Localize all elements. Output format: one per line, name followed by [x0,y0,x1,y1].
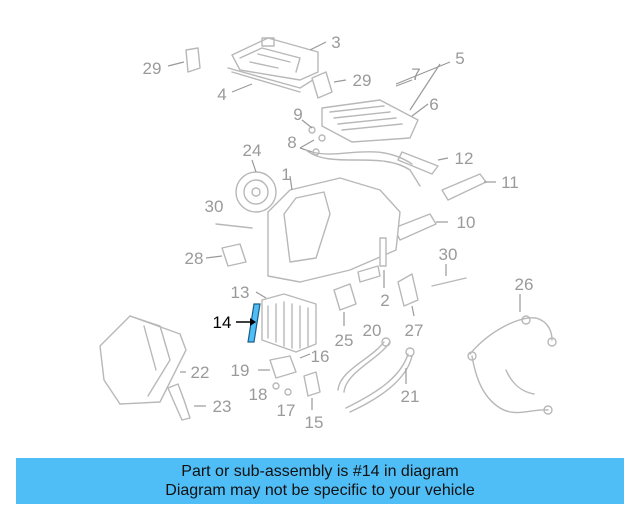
part-28-actuator [205,243,247,267]
callout-20: 20 [363,321,382,340]
part-20-21-refrigerant-lines [337,337,415,413]
callout-18: 18 [249,385,268,404]
callout-14-highlighted: 14 [213,313,232,332]
part-1-evaporator-case [267,149,421,283]
part-8-9-clips [299,119,326,156]
callout-22: 22 [191,363,210,382]
banner-line-disclaimer: Diagram may not be specific to your vehi… [165,482,475,499]
part-13-evaporator-core [255,291,317,353]
part-4-seal [227,67,317,93]
part-30-rod-left [215,223,253,229]
parts-diagram: 1 2 3 4 5 6 7 8 9 10 11 12 13 14 15 16 1… [99,33,557,432]
part-29-module-right [311,71,347,99]
callout-29-right: 29 [353,71,372,90]
callout-6: 6 [429,95,438,114]
callout-21: 21 [401,387,420,406]
part-2-sensor [357,237,387,288]
callout-4: 4 [217,85,226,104]
part-11-flap [441,173,496,201]
callout-3: 3 [331,33,340,52]
callout-1: 1 [281,165,290,184]
part-10-door [393,213,448,241]
callout-13: 13 [231,283,250,302]
part-3-upper-case [231,37,327,81]
callout-7: 7 [411,65,420,84]
part-25-motor [333,283,357,326]
callout-17: 17 [277,401,296,420]
part-12-filter [397,151,449,175]
callout-2: 2 [380,291,389,310]
part-6-heater-core [321,61,451,143]
callout-26: 26 [515,275,534,294]
callout-10: 10 [457,213,476,232]
callout-28: 28 [185,249,204,268]
callout-30-left: 30 [205,197,224,216]
part-15-17-fittings [284,371,321,410]
callout-30-right: 30 [439,245,458,264]
part-27-bracket [397,273,419,317]
part-22-air-duct [99,315,187,405]
part-24-blower-motor [235,159,277,213]
callout-5: 5 [455,49,464,68]
callout-15: 15 [305,413,324,432]
callout-9: 9 [293,105,302,124]
callout-19: 19 [231,361,250,380]
part-14-seal-highlighted [236,303,261,343]
part-16-19-expansion-valve [258,353,311,390]
part-29-bracket-left [167,47,201,73]
callout-29-left: 29 [143,59,162,78]
banner-line-part: Part or sub-assembly is #14 in diagram [181,463,459,480]
callout-27: 27 [405,321,424,340]
part-26-wiring-harness [467,294,557,415]
info-banner: Part or sub-assembly is #14 in diagram D… [16,458,624,504]
callout-23: 23 [213,397,232,416]
callout-24: 24 [243,141,262,160]
callout-8: 8 [287,133,296,152]
callout-16: 16 [311,347,330,366]
callout-12: 12 [455,149,474,168]
part-23-bracket [167,383,206,421]
callout-25: 25 [335,331,354,350]
callout-11: 11 [501,173,519,192]
part-30-rod-right [431,264,467,287]
